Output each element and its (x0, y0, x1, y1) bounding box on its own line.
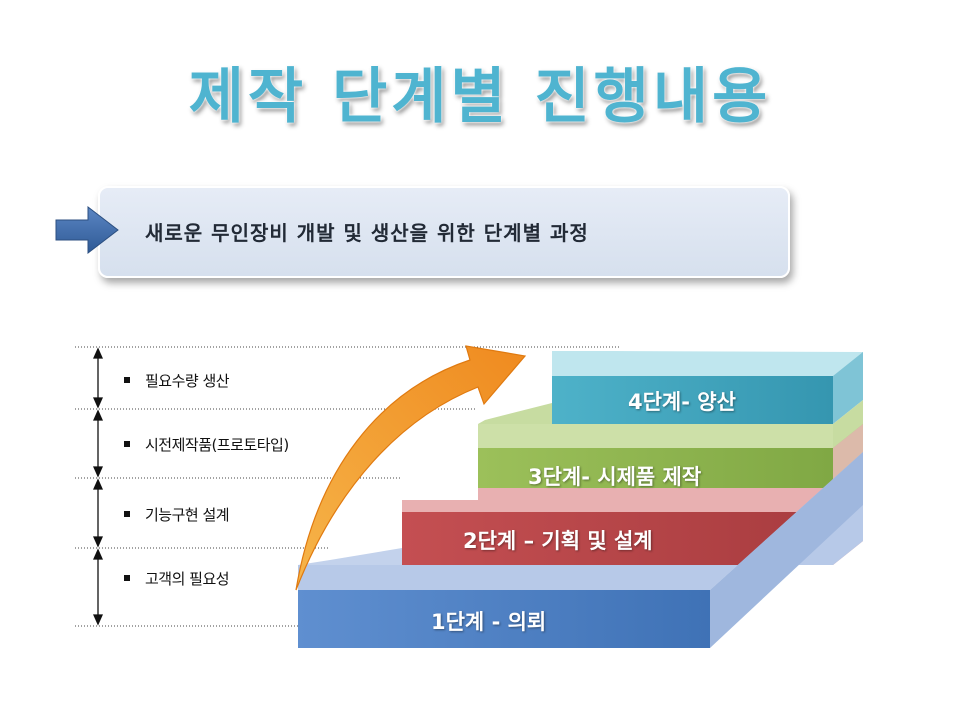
bullet (124, 575, 130, 581)
step-1-label: 1단계 - 의뢰 (431, 610, 547, 634)
double-arrow-icon (92, 347, 104, 626)
step-1-block (298, 452, 863, 648)
page-title: 제작 단계별 진행내용 (188, 62, 772, 132)
bullet (124, 511, 130, 517)
bullet (124, 377, 130, 383)
curved-arrow-icon (295, 345, 527, 591)
right-arrow-icon (55, 205, 119, 255)
level-label-1: 고객의 필요성 (145, 570, 230, 588)
level-label-2: 기능구현 설계 (145, 506, 230, 524)
step-2-label: 2단계 – 기획 및 설계 (463, 529, 653, 553)
subtitle-text: 새로운 무인장비 개발 및 생산을 위한 단계별 과정 (145, 221, 589, 245)
step-4-label: 4단계- 양산 (628, 390, 736, 414)
level-label-3: 시전제작품(프로토타입) (145, 436, 289, 454)
level-label-4: 필요수량 생산 (145, 372, 230, 390)
subtitle-box (98, 186, 790, 278)
bullet (124, 441, 130, 447)
step-4-block (552, 351, 863, 424)
step-3-label: 3단계- 시제품 제작 (528, 465, 702, 489)
